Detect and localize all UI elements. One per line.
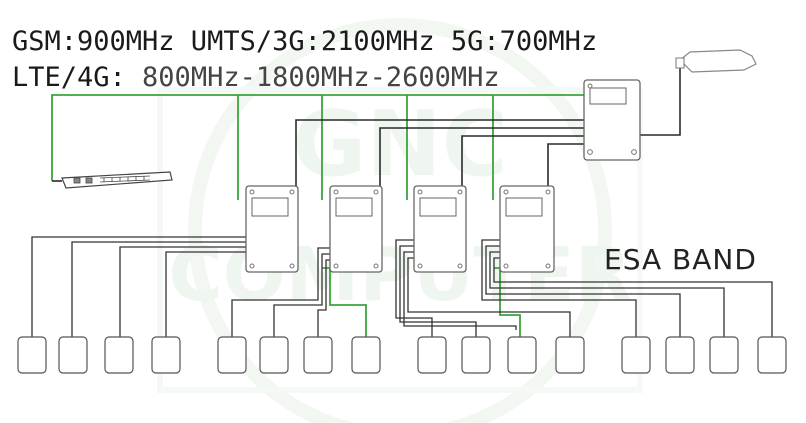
endpoint-device-icon [259,336,289,374]
endpoint-device-icon [58,336,88,374]
endpoint-device-icon [621,336,651,374]
amplifier-icon [499,185,555,273]
leaf-wiring-group-4 [481,239,773,338]
endpoint-device-icon [461,336,491,374]
leaf-wiring-group-2 [231,247,330,338]
amplifier-icon [413,185,467,273]
endpoint-device-icon [104,336,134,374]
endpoint-device-icon [217,336,247,374]
endpoint-device-icon [507,336,537,374]
amplifier-icon [329,185,383,273]
header-frequencies-line-2: LTE/4G: 800MHz-1800MHz-2600MHz [12,62,500,93]
endpoint-device-icon [417,336,447,374]
leaf-wiring-group-3 [395,239,571,338]
network-switch-icon [61,171,173,189]
endpoint-device-icon [303,336,333,374]
lte-bands: 800MHz-1800MHz-2600MHz [142,62,500,93]
endpoint-device-icon [709,336,739,374]
header-frequencies-line-1: GSM:900MHz UMTS/3G:2100MHz 5G:700MHz [12,26,598,57]
lte-label: LTE/4G: [12,62,143,93]
endpoint-device-icon [351,336,381,374]
endpoint-device-icon [555,336,585,374]
esa-band-label: ESA BAND [604,243,757,276]
amplifier-icon [245,185,299,273]
panel-antenna-icon [675,49,757,73]
router-icon [583,79,641,161]
endpoint-devices [17,336,787,374]
endpoint-device-icon [757,336,787,374]
endpoint-device-icon [17,336,47,374]
endpoint-device-icon [151,336,181,374]
watermark-text-1: GNC [292,92,507,197]
leaf-wiring-group-1 [31,236,248,338]
endpoint-device-icon [665,336,695,374]
